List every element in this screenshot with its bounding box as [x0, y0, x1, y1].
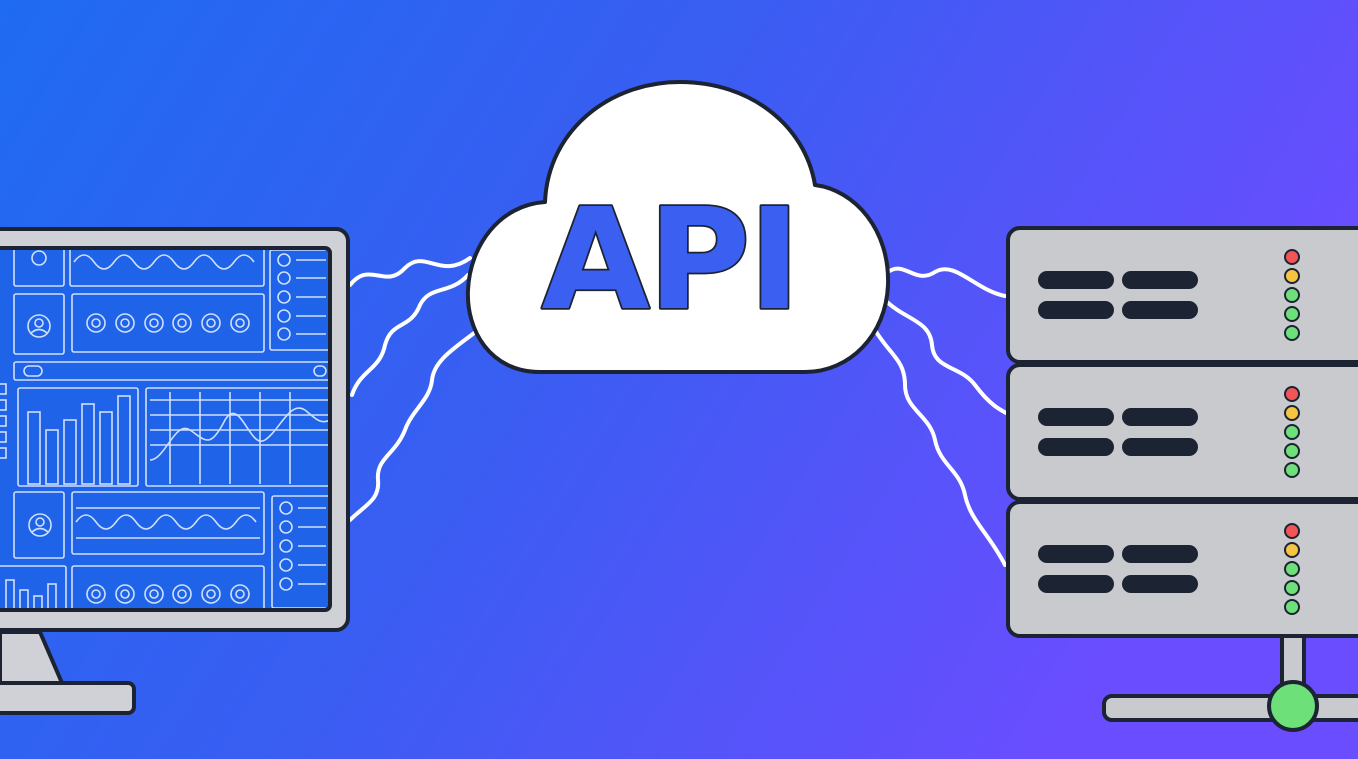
- dashboard-screen: [0, 250, 328, 608]
- drive-slot: [1038, 408, 1114, 426]
- status-led-green: [1284, 443, 1300, 459]
- server-unit: [1006, 500, 1358, 638]
- server-unit-body: [1006, 226, 1358, 364]
- status-led-green: [1284, 325, 1300, 341]
- server-unit: [1006, 226, 1358, 364]
- status-led-green: [1284, 306, 1300, 322]
- gear-row-top: [86, 313, 250, 333]
- status-led-yellow: [1284, 542, 1300, 558]
- status-led-red: [1284, 386, 1300, 402]
- server-unit-body: [1006, 363, 1358, 501]
- status-led-green: [1284, 424, 1300, 440]
- drive-slot: [1038, 545, 1114, 563]
- drive-slot: [1122, 408, 1198, 426]
- status-led-yellow: [1284, 268, 1300, 284]
- status-led-yellow: [1284, 405, 1300, 421]
- drive-slot: [1122, 545, 1198, 563]
- server-unit-body: [1006, 500, 1358, 638]
- drive-slot: [1038, 301, 1114, 319]
- server-rack-icon: [1102, 634, 1358, 732]
- server-unit: [1006, 363, 1358, 501]
- status-led-green: [1284, 580, 1300, 596]
- drive-slot: [1122, 575, 1198, 593]
- wires-right: [873, 266, 1012, 567]
- drive-slot: [1122, 438, 1198, 456]
- server-units: [1006, 226, 1358, 638]
- api-label: API: [541, 179, 798, 342]
- drive-slot: [1038, 438, 1114, 456]
- drive-slot: [1122, 301, 1198, 319]
- drive-slot: [1038, 271, 1114, 289]
- drive-slot: [1038, 575, 1114, 593]
- network-node-icon: [1267, 680, 1319, 732]
- status-led-green: [1284, 287, 1300, 303]
- wires-left: [348, 256, 480, 522]
- status-led-green: [1284, 462, 1300, 478]
- monitor-icon: [0, 227, 350, 715]
- status-led-red: [1284, 249, 1300, 265]
- user-icon: [27, 314, 51, 338]
- status-led-green: [1284, 599, 1300, 615]
- gear-row-bottom: [86, 584, 250, 604]
- status-led-green: [1284, 561, 1300, 577]
- status-led-red: [1284, 523, 1300, 539]
- cloud-icon: API: [465, 80, 891, 374]
- drive-slot: [1122, 271, 1198, 289]
